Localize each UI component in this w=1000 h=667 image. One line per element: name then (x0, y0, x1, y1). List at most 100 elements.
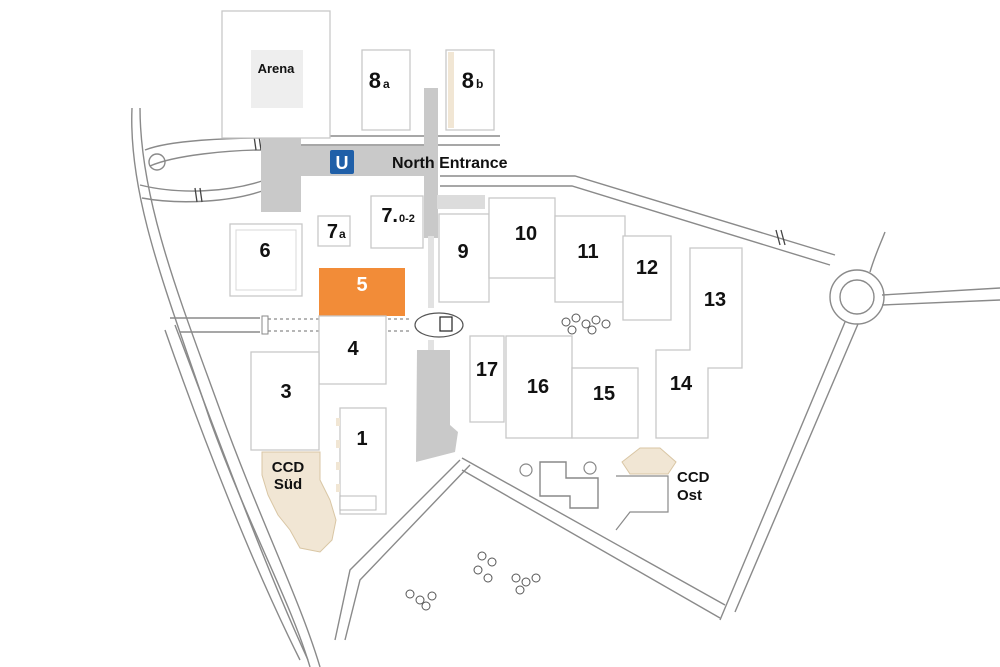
label-7-sub: 0-2 (399, 213, 415, 225)
labels: Arena 8 a 8 b North Entrance 7 a 7. 0-2 … (258, 61, 727, 504)
west-road-2b (174, 324, 309, 661)
label-hall-6: 6 (259, 240, 270, 262)
label-north-entrance: North Entrance (392, 155, 508, 172)
walkway-west-block (261, 137, 301, 212)
label-ccd-ost-2: Ost (677, 487, 702, 504)
south-road-d (344, 464, 471, 641)
hall-15[interactable] (571, 367, 639, 439)
label-7-num: 7. (381, 205, 398, 227)
ccd-ost-path (615, 475, 669, 531)
label-8b-sub: b (476, 77, 483, 91)
label-8b-num: 8 (462, 68, 474, 93)
west-roundabout (148, 153, 166, 171)
central-kiosk (439, 316, 453, 332)
label-7a-sub: a (339, 227, 346, 241)
hall-6-inner (235, 229, 297, 291)
label-ccd-ost-1: CCD (677, 469, 710, 486)
road-markers (194, 135, 786, 246)
label-arena: Arena (258, 61, 296, 76)
hall-6[interactable] (229, 223, 303, 297)
east-exit-e (881, 287, 1000, 296)
label-hall-15: 15 (593, 383, 615, 405)
east-road-a (440, 175, 836, 256)
north-road-a (144, 137, 266, 151)
walkway (261, 88, 485, 462)
roads (131, 107, 1000, 667)
label-7a-num: 7 (327, 221, 338, 243)
hall-12[interactable] (622, 235, 672, 321)
south-road-a (461, 457, 726, 606)
north-road-d (141, 189, 266, 203)
hall-16[interactable] (505, 335, 573, 439)
walkway-south (416, 350, 458, 462)
label-8a-sub: a (383, 77, 390, 91)
label-hall-16: 16 (527, 376, 549, 398)
south-road-b (461, 469, 721, 619)
hall-11[interactable] (554, 215, 626, 303)
west-road-inner (139, 107, 321, 667)
walkway-north-south (424, 88, 438, 238)
halls (221, 10, 743, 515)
hall-10[interactable] (488, 197, 556, 279)
tree-cluster-south (405, 551, 541, 611)
east-exit-s2 (734, 323, 859, 613)
ccd-ost-building[interactable] (621, 447, 677, 475)
hall-17[interactable] (469, 335, 505, 423)
hall-1-pillar (336, 418, 340, 426)
south-road-c (334, 459, 461, 641)
label-hall-3: 3 (280, 381, 291, 403)
east-exit-ne (869, 231, 886, 273)
hall-4[interactable] (318, 315, 387, 385)
label-hall-9: 9 (457, 241, 468, 263)
hall-1-annex (339, 495, 377, 511)
label-hall-11: 11 (577, 241, 598, 263)
north-road-c (139, 179, 266, 192)
east-roundabout-inner (839, 279, 875, 315)
arena-floor (251, 50, 303, 108)
hall-5[interactable] (319, 268, 405, 316)
hall-1-pillar-3 (336, 462, 340, 470)
hall-3[interactable] (250, 351, 320, 451)
south-round-1 (519, 463, 533, 477)
subway-icon[interactable]: U (330, 150, 354, 174)
label-hall-14: 14 (670, 373, 693, 395)
central-roundabout (414, 312, 464, 338)
south-round-2 (583, 461, 597, 475)
label-ccd-sued-1: CCD (272, 459, 305, 476)
south-structure (539, 461, 599, 509)
walkway-north-entrance (299, 146, 429, 176)
east-exit-s1 (719, 321, 846, 621)
trees (405, 313, 611, 611)
label-hall-17: 17 (476, 359, 498, 381)
walkway-central (428, 236, 434, 308)
label-8a-num: 8 (369, 68, 381, 93)
hall-8b-strip (448, 52, 454, 128)
hall-8a[interactable] (361, 49, 411, 131)
hall-7[interactable] (370, 195, 424, 249)
hall-1-pillar-2 (336, 440, 340, 448)
east-roundabout-outer (829, 269, 885, 325)
svg-text:U: U (336, 153, 349, 173)
label-hall-5: 5 (356, 274, 367, 296)
hall-13-14[interactable] (655, 247, 743, 439)
label-hall-12: 12 (636, 257, 658, 279)
hall-7a[interactable] (317, 215, 351, 247)
north-road-b (149, 149, 266, 167)
ccd-venues (261, 447, 677, 553)
east-road-b (440, 185, 831, 266)
west-road-outer (131, 107, 311, 667)
ccd-sued-building[interactable] (261, 451, 337, 553)
label-hall-4: 4 (347, 338, 359, 360)
west-road-2 (164, 329, 301, 661)
misc-structures (336, 312, 599, 511)
hall-1-pillar-4 (336, 484, 340, 492)
west-gate (261, 315, 269, 335)
label-hall-1: 1 (356, 428, 367, 450)
label-hall-13: 13 (704, 289, 726, 311)
tree-cluster-center (561, 313, 611, 335)
walkway-connector (437, 195, 485, 209)
label-ccd-sued-2: Süd (274, 476, 302, 493)
label-hall-10: 10 (515, 223, 537, 245)
east-exit-e2 (881, 299, 1000, 306)
